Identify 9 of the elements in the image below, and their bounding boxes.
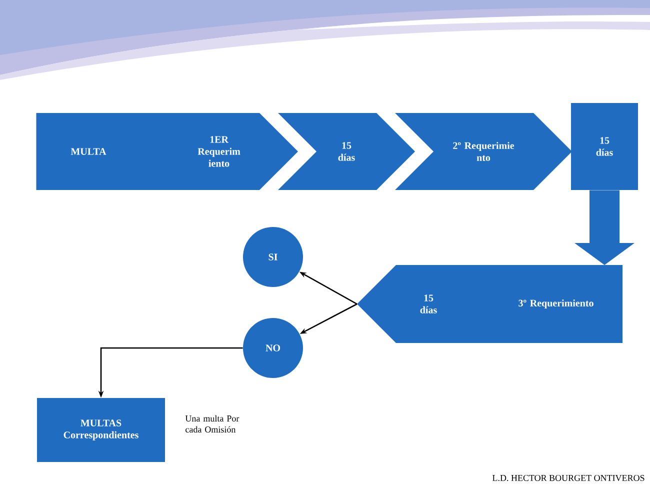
node-label: 1ER Requerim iento (198, 136, 240, 167)
node-label: 15 días (420, 294, 437, 314)
author-text: L.D. HECTOR BOURGET ONTIVEROS (492, 474, 644, 482)
node-label: MULTA (70, 148, 106, 155)
note-text: Una multa Por cada Omisión (185, 415, 240, 433)
block-arrow (574, 190, 634, 265)
process-box: 15 días (571, 103, 638, 190)
node-label: 3º Requerimiento (518, 299, 594, 309)
process-box: MULTAS Correspondientes (37, 398, 165, 462)
